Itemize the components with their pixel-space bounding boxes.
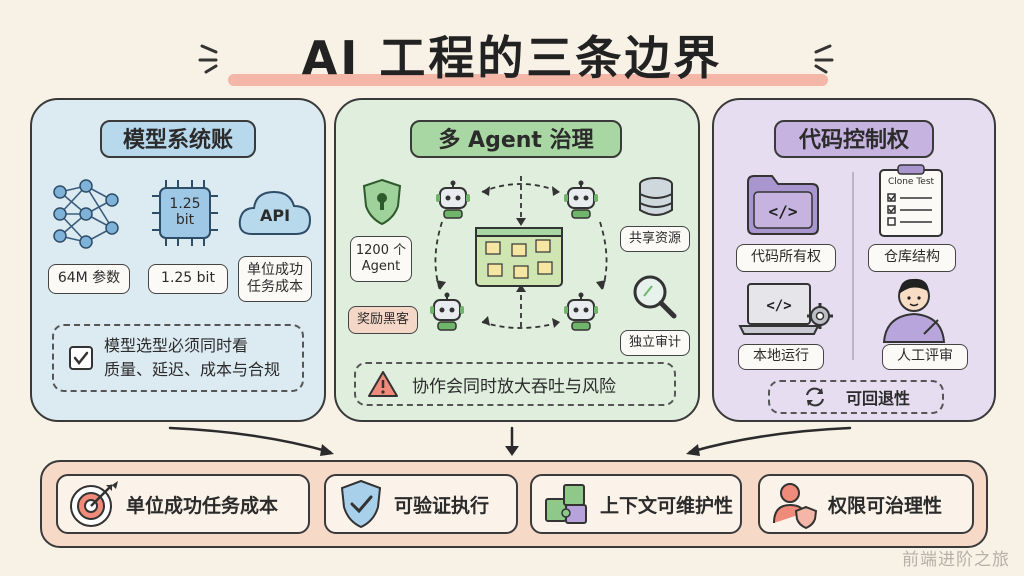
code-folder-icon: </> — [747, 175, 819, 235]
model-selection-text: 模型选型必须同时看 质量、延迟、成本与合规 — [104, 336, 281, 379]
outcome-permissions: 权限可治理性 — [758, 474, 974, 534]
model-selection-note: 模型选型必须同时看 质量、延迟、成本与合规 — [52, 324, 304, 392]
chip-independent-audit: 独立审计 — [620, 330, 690, 356]
cloud-api-icon: API — [236, 184, 314, 244]
chip-shared-resources: 共享资源 — [620, 226, 690, 252]
panel-model-system: 模型系统账 1.25 bit — [30, 98, 326, 422]
panel-multi-agent: 多 Agent 治理 1200 个 Agent 奖励黑客 — [334, 98, 700, 422]
chip-code-ownership: 代码所有权 — [736, 244, 836, 272]
chip-local-run: 本地运行 — [738, 344, 824, 370]
api-label: API — [259, 206, 291, 225]
outcome-unit-cost: 单位成功任务成本 — [56, 474, 310, 534]
outcome-context-label: 上下文可维护性 — [600, 494, 734, 517]
svg-text:</>: </> — [769, 202, 798, 221]
agent-flow-arrows — [434, 176, 608, 329]
warning-icon — [368, 371, 398, 397]
shared-board-icon — [475, 227, 563, 287]
panel-title-code: 代码控制权 — [774, 120, 934, 158]
chip-repo-structure: 仓库结构 — [868, 244, 956, 272]
rollback-note: 可回退性 — [768, 380, 944, 414]
chip-params: 64M 参数 — [48, 264, 130, 294]
checkbox-check-icon — [69, 346, 93, 370]
sparkle-left-icon — [198, 44, 218, 74]
title-area: AI 工程的三条边界 — [0, 8, 1024, 88]
svg-text:</>: </> — [766, 298, 791, 314]
outcome-context: 上下文可维护性 — [530, 474, 742, 534]
vertical-divider — [852, 172, 854, 360]
chip-agent-count: 1200 个 Agent — [350, 236, 412, 282]
user-shield-icon — [773, 483, 818, 530]
database-icon — [639, 177, 673, 216]
clipboard-label: Clone Test — [887, 177, 935, 187]
clipboard-icon: Clone Test — [876, 164, 946, 238]
chip-icon-label: 1.25 bit — [169, 196, 201, 228]
panel-title-model: 模型系统账 — [100, 120, 256, 158]
rollback-text: 可回退性 — [845, 389, 910, 408]
outcomes-bar: 单位成功任务成本 可验证执行 上下文可维护性 权限可治理性 — [40, 460, 988, 548]
watermark: 前端进阶之旅 — [902, 550, 1010, 570]
panel-title-agent: 多 Agent 治理 — [410, 120, 622, 158]
magnifier-icon — [633, 275, 677, 319]
robot-icon-bottom-left — [430, 292, 464, 331]
chip-reward-hacking: 奖励黑客 — [348, 306, 418, 334]
shield-lock-icon — [362, 178, 402, 226]
target-icon — [70, 481, 118, 527]
chip-human-review: 人工评审 — [882, 344, 968, 370]
robot-icon-bottom-right — [564, 292, 598, 331]
panel-code-control: 代码控制权 </> 代码所有权 Clone Test 仓库结构 </> — [712, 98, 996, 422]
page-title: AI 工程的三条边界 — [301, 31, 723, 85]
chip-bit: 1.25 bit — [148, 264, 228, 294]
laptop-code-icon: </> — [738, 283, 833, 335]
collaboration-risk-note: 协作会同时放大吞吐与风险 — [354, 362, 676, 406]
title-underline — [228, 74, 828, 86]
chip-icon: 1.25 bit — [152, 180, 218, 246]
outcome-permissions-label: 权限可治理性 — [828, 494, 943, 517]
sparkle-right-icon — [814, 44, 834, 74]
outcome-verifiable: 可验证执行 — [324, 474, 518, 534]
chip-unit-cost: 单位成功 任务成本 — [238, 256, 312, 302]
outcome-verifiable-label: 可验证执行 — [394, 494, 490, 517]
puzzle-icon — [545, 484, 587, 524]
robot-icon-top-right — [564, 180, 598, 219]
person-reviewer-icon — [882, 278, 946, 343]
robot-icon-top-left — [436, 180, 470, 219]
outcome-unit-cost-label: 单位成功任务成本 — [126, 494, 279, 517]
collaboration-risk-text: 协作会同时放大吞吐与风险 — [412, 376, 616, 397]
neural-network-icon — [53, 179, 119, 249]
rollback-cycle-icon — [806, 387, 824, 407]
shield-check-icon — [340, 479, 382, 529]
